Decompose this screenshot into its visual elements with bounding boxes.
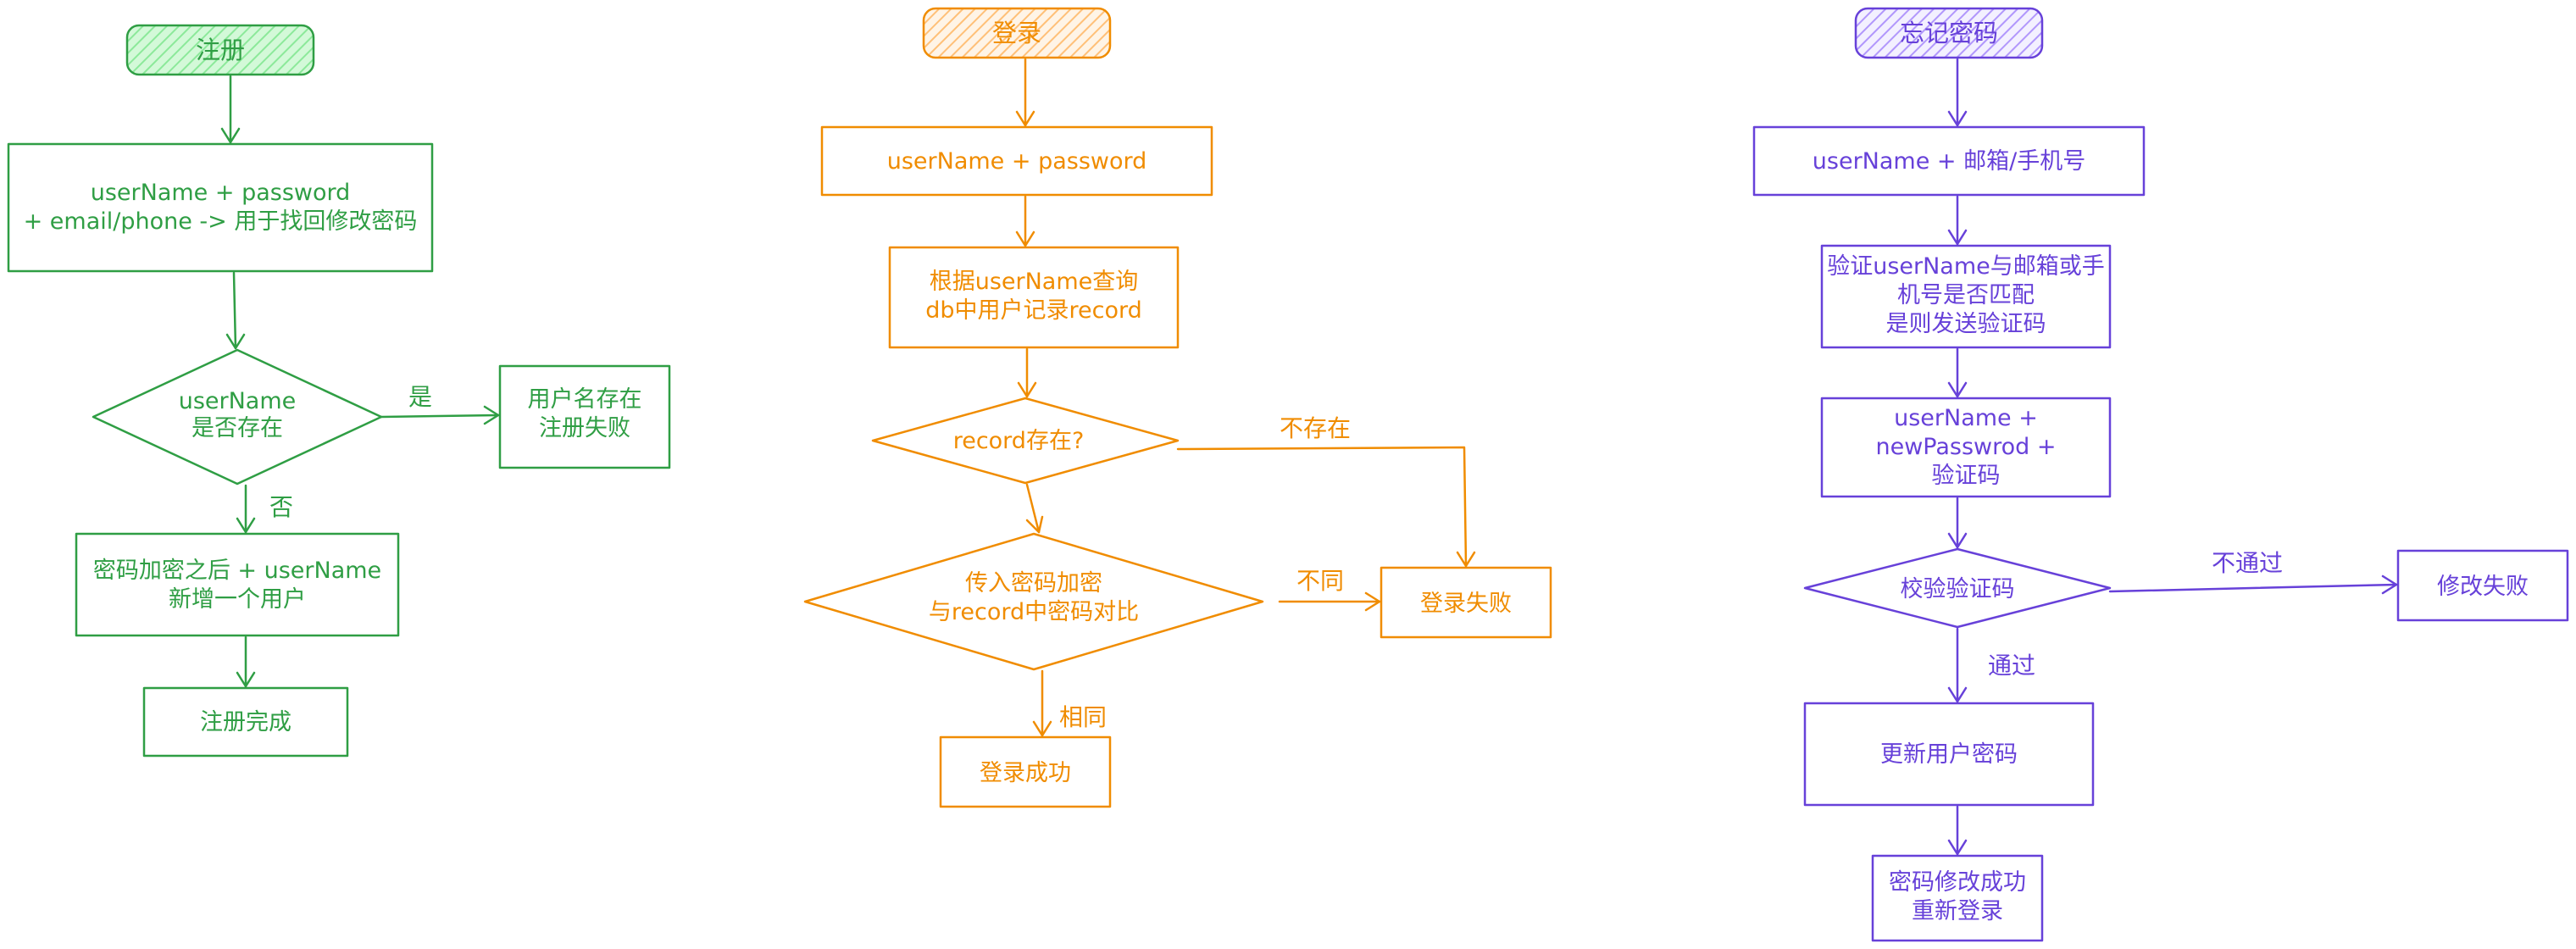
forgot-verify-line-2: 机号是否匹配 [1897,282,2035,308]
forgot-new-input-line-1: userName + [1894,405,2038,431]
register-done-label: 注册完成 [200,709,291,735]
arrowhead [1947,229,1968,246]
forgot-pass-label: 通过 [1988,652,2035,680]
register-arrow-input-decision [232,271,237,350]
forgot-check-code-label: 校验验证码 [1901,576,2015,602]
forgot-fail-node[interactable] [2396,549,2569,622]
register-decision-line-2: 是否存在 [192,415,283,441]
register-start-node[interactable] [125,24,315,76]
forgot-new-input-line-2: newPasswrod + [1875,434,2056,460]
login-arrow-not-exist [1176,446,1468,568]
login-query-line-1: 根据userName查询 [930,269,1139,295]
arrowhead [483,405,500,425]
arrowhead [1025,515,1044,534]
arrowhead [1456,551,1476,568]
register-flow [7,24,671,758]
login-query-line-2: db中用户记录record [925,297,1142,324]
register-create-node[interactable] [75,532,400,637]
login-success-label: 登录成功 [980,760,1071,786]
arrowhead [1015,230,1035,247]
forgot-done-line-1: 密码修改成功 [1889,869,2026,896]
forgot-check-code-decision[interactable] [1803,547,2112,629]
login-exists-decision[interactable] [871,397,1180,485]
login-start-node[interactable] [922,7,1112,59]
forgot-done-node[interactable] [1871,854,2044,942]
register-input-node[interactable] [7,142,434,273]
register-labels: 注册 userName + password + email/phone -> … [24,36,642,735]
arrowhead [1947,532,1968,549]
arrowhead [225,333,246,350]
login-not-exist-label: 不存在 [1280,414,1351,442]
forgot-input-node[interactable] [1752,125,2146,197]
forgot-start-node[interactable] [1854,7,2044,59]
register-input-line-1: userName + password [91,180,351,206]
forgot-new-input-line-3: 验证码 [1932,463,2001,489]
forgot-new-input-node[interactable] [1820,397,2112,498]
register-fail-line-1: 用户名存在 [528,386,642,413]
forgot-flow [1752,7,2569,942]
login-input-node[interactable] [820,125,1213,197]
forgot-fail-label: 修改失败 [2437,574,2529,600]
arrowhead [1364,591,1381,612]
login-same-label: 相同 [1059,703,1107,731]
login-compare-decision[interactable] [803,532,1264,671]
login-success-node[interactable] [939,735,1112,808]
register-yes-label: 是 [408,383,432,411]
arrowhead [1947,110,1968,127]
arrowhead [1947,381,1968,398]
login-diff-label: 不同 [1296,567,1344,595]
forgot-input-label: userName + 邮箱/手机号 [1813,148,2085,175]
register-input-line-2: + email/phone -> 用于找回修改密码 [24,208,418,235]
forgot-done-line-2: 重新登录 [1912,898,2003,924]
register-fail-line-2: 注册失败 [539,415,630,441]
register-start-label: 注册 [196,36,245,64]
forgot-verify-line-1: 验证userName与邮箱或手 [1827,253,2105,280]
forgot-update-node[interactable] [1803,702,2095,807]
forgot-verify-node[interactable] [1820,244,2112,349]
login-flow [803,7,1552,808]
login-start-label: 登录 [992,19,1041,47]
arrowhead [1947,686,1968,703]
login-fail-label: 登录失败 [1420,591,1512,617]
arrowhead [1947,839,1968,856]
arrowhead [1032,720,1052,737]
login-fail-node[interactable] [1380,566,1552,639]
forgot-verify-line-3: 是则发送验证码 [1886,311,2046,337]
login-labels: 登录 userName + password 根据userName查询 db中用… [887,19,1512,786]
arrowhead [236,517,256,534]
register-exists-decision[interactable] [92,348,383,486]
register-no-label: 否 [269,493,293,521]
arrowhead [236,671,256,688]
forgot-arrow-not-pass [2108,583,2398,593]
forgot-update-label: 更新用户密码 [1880,741,2018,768]
arrowhead [2381,574,2398,595]
forgot-not-pass-label: 不通过 [2212,549,2283,577]
forgot-start-label: 忘记密码 [1900,19,1998,47]
register-arrow-decision-fail [380,413,500,419]
forgot-labels: 忘记密码 userName + 邮箱/手机号 验证userName与邮箱或手 机… [1813,19,2529,924]
register-fail-node[interactable] [498,364,671,469]
login-compare-line-2: 与record中密码对比 [929,599,1139,625]
login-compare-line-1: 传入密码加密 [965,570,1102,597]
arrowhead [1017,381,1037,398]
login-arrow-exists-compare [1025,483,1041,534]
login-input-label: userName + password [887,148,1147,175]
login-query-node[interactable] [888,246,1180,349]
register-done-node[interactable] [142,686,349,758]
arrowhead [220,127,241,144]
register-create-line-1: 密码加密之后 + userName [93,558,381,584]
arrowhead [1015,110,1035,127]
login-exists-label: record存在? [953,428,1085,454]
register-create-line-2: 新增一个用户 [169,586,306,613]
register-decision-line-1: userName [179,388,297,414]
